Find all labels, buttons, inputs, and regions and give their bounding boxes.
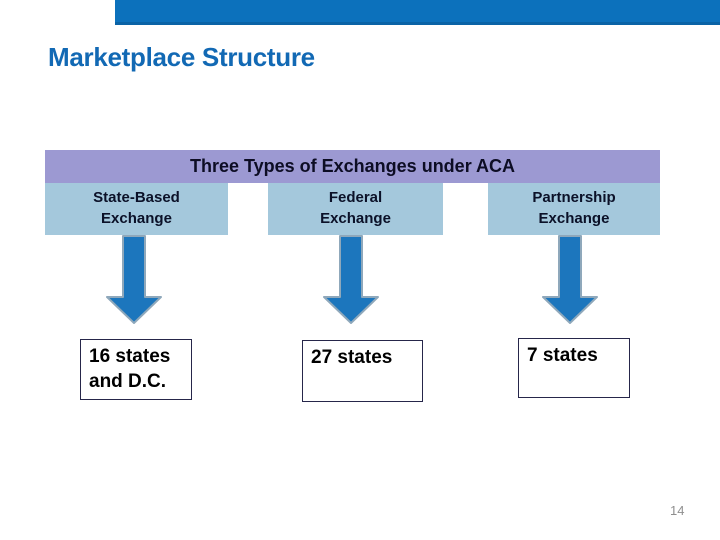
type-box-label: Federal Exchange bbox=[320, 189, 391, 227]
result-box-partnership: 7 states bbox=[518, 338, 630, 398]
page-number: 14 bbox=[670, 503, 685, 518]
type-box-partnership: Partnership Exchange bbox=[488, 183, 660, 235]
down-arrow-icon bbox=[106, 235, 162, 324]
top-accent-bar bbox=[115, 0, 720, 25]
type-box-federal: Federal Exchange bbox=[268, 183, 443, 235]
down-arrow-icon bbox=[542, 235, 598, 324]
type-box-label: State-Based Exchange bbox=[93, 189, 180, 227]
down-arrow-icon bbox=[323, 235, 379, 324]
diagram-banner: Three Types of Exchanges under ACA bbox=[45, 150, 660, 183]
type-box-state-based: State-Based Exchange bbox=[45, 183, 228, 235]
result-box-label: 16 states and D.C. bbox=[89, 346, 171, 392]
result-box-state-based: 16 states and D.C. bbox=[80, 339, 192, 400]
slide-title: Marketplace Structure bbox=[48, 42, 315, 72]
type-box-label: Partnership Exchange bbox=[532, 189, 616, 227]
result-box-label: 27 states bbox=[311, 347, 393, 368]
diagram-banner-label: Three Types of Exchanges under ACA bbox=[189, 156, 516, 176]
result-box-label: 7 states bbox=[527, 345, 598, 366]
result-box-federal: 27 states bbox=[302, 340, 423, 402]
